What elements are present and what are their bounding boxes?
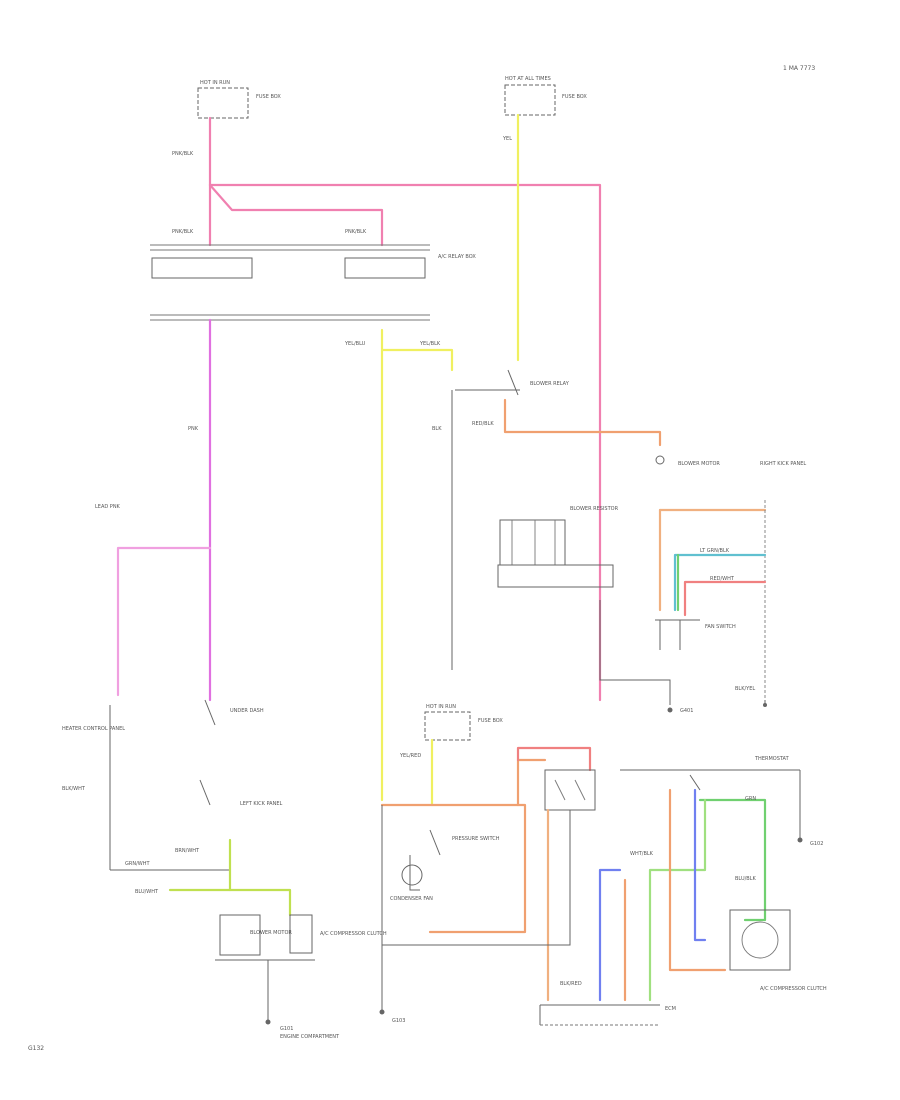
label-yel-blk: YEL/BLK <box>419 341 441 347</box>
ground-mid <box>379 1009 385 1015</box>
wire-red-top <box>516 746 592 772</box>
svg-text:ECM: ECM <box>665 1006 676 1012</box>
svg-text:BLK/WHT: BLK/WHT <box>62 786 86 792</box>
wire-yellow-left <box>380 328 454 372</box>
label-yel-red: YEL/RED <box>399 753 421 759</box>
blower-resistor: BLOWER RESISTOR <box>497 506 619 588</box>
fuse-box-top-right: HOT AT ALL TIMES FUSE BOX <box>504 76 587 116</box>
label-blk-yel: BLK/YEL <box>735 686 755 692</box>
wire-green-right <box>698 798 767 922</box>
blower-motor: BLOWER MOTOR <box>655 455 720 467</box>
fan-switch: FAN SWITCH <box>655 619 736 650</box>
svg-text:HOT AT ALL TIMES: HOT AT ALL TIMES <box>505 76 551 82</box>
wire-black-condenser <box>409 855 420 891</box>
wire-black-loop <box>381 805 571 946</box>
svg-text:PNK/BLK: PNK/BLK <box>345 229 367 235</box>
wire-red <box>683 580 767 617</box>
wire-orange-long <box>380 758 547 807</box>
label-right-kick: RIGHT KICK PANEL <box>760 461 806 467</box>
svg-text:BLOWER RELAY: BLOWER RELAY <box>530 381 570 387</box>
svg-text:FUSE BOX: FUSE BOX <box>478 718 503 724</box>
label-g401: G401 <box>680 708 693 714</box>
svg-text:GRN/WHT: GRN/WHT <box>125 861 150 867</box>
wire-pink-main <box>208 116 602 702</box>
label-lead-pnk: PNK <box>188 426 199 432</box>
fuse-box-top-left: HOT IN RUN FUSE BOX <box>197 80 281 119</box>
blower-switch: BLOWER RELAY <box>455 369 570 396</box>
wire-orange-right <box>668 788 727 972</box>
ic-relay-box: A/C RELAY BOX PNK/BLK PNK/BLK <box>150 229 476 321</box>
page-code: 1 MA 7773 <box>783 65 815 72</box>
wire-yellow-green <box>228 838 292 917</box>
label-yel: YEL <box>502 136 512 142</box>
node-right <box>763 703 767 707</box>
svg-text:CONDENSER FAN: CONDENSER FAN <box>390 896 433 902</box>
svg-text:PNK/BLK: PNK/BLK <box>172 229 194 235</box>
svg-text:A/C COMPRESSOR CLUTCH: A/C COMPRESSOR CLUTCH <box>320 931 387 937</box>
condenser-fan: CONDENSER FAN <box>390 864 433 902</box>
label-pnk-blk-top: PNK/BLK <box>172 151 194 157</box>
svg-text:BLOWER RESISTOR: BLOWER RESISTOR <box>570 506 619 512</box>
svg-text:FUSE BOX: FUSE BOX <box>562 94 587 100</box>
svg-text:FUSE BOX: FUSE BOX <box>256 94 281 100</box>
ecm-connector: ECM <box>539 1004 676 1026</box>
footer-code: G132 <box>28 1045 44 1052</box>
label-brn-wht: BRN/WHT <box>175 848 200 854</box>
svg-text:A/C RELAY BOX: A/C RELAY BOX <box>438 254 476 260</box>
label-g101: G101 <box>280 1026 293 1032</box>
svg-text:THERMOSTAT: THERMOSTAT <box>754 756 790 762</box>
svg-text:HOT IN RUN: HOT IN RUN <box>200 80 230 86</box>
svg-text:HEATER CONTROL PANEL: HEATER CONTROL PANEL <box>62 726 125 732</box>
svg-text:G102: G102 <box>810 841 823 847</box>
label-yel-blu: YEL/BLU <box>344 341 366 347</box>
label-wht-blk: WHT/BLK <box>630 851 654 857</box>
heater-control-left: HEATER CONTROL PANEL BLK/WHT GRN/WHT <box>62 705 230 871</box>
wire-light-green <box>648 798 707 1002</box>
svg-text:HOT IN RUN: HOT IN RUN <box>426 704 456 710</box>
svg-text:FAN SWITCH: FAN SWITCH <box>705 624 736 630</box>
label-blk: BLK <box>432 426 442 432</box>
label-lead-pnk-2: LEAD PNK <box>95 504 121 510</box>
label-red-blk: RED/BLK <box>472 421 494 427</box>
compressor-clutch: A/C COMPRESSOR CLUTCH <box>729 909 827 992</box>
label-blu-wht: BLU/WHT <box>135 889 159 895</box>
svg-text:BLOWER MOTOR: BLOWER MOTOR <box>250 930 292 936</box>
wire-pink-branch <box>208 183 384 247</box>
label-blu-blk: BLU/BLK <box>735 876 757 882</box>
fuse-box-mid: HOT IN RUN FUSE BOX <box>424 704 503 741</box>
label-g102: G103 <box>392 1018 405 1024</box>
label-blk-red: BLK/RED <box>560 981 582 987</box>
wire-blue-2 <box>598 868 622 1002</box>
svg-text:A/C COMPRESSOR CLUTCH: A/C COMPRESSOR CLUTCH <box>760 986 827 992</box>
ac-switch <box>544 769 596 811</box>
svg-text:UNDER DASH: UNDER DASH <box>230 708 264 714</box>
wire-black-ground-right <box>599 600 671 705</box>
wire-cyan <box>673 553 767 612</box>
label-engine-comp: ENGINE COMPARTMENT <box>280 1034 340 1040</box>
svg-text:LEFT KICK PANEL: LEFT KICK PANEL <box>240 801 283 807</box>
wire-orange <box>503 398 662 447</box>
left-bottom-component: BLOWER MOTOR A/C COMPRESSOR CLUTCH <box>215 914 387 961</box>
wire-light-pink <box>116 546 212 697</box>
svg-text:PRESSURE SWITCH: PRESSURE SWITCH <box>452 836 500 842</box>
thermostat: THERMOSTAT G102 <box>620 756 823 847</box>
svg-text:BLOWER MOTOR: BLOWER MOTOR <box>678 461 720 467</box>
ground-right <box>667 707 673 713</box>
left-relay: UNDER DASH LEFT KICK PANEL <box>199 699 283 807</box>
label-red-wht: RED/WHT <box>710 576 735 582</box>
label-ltgrn-blk: LT GRN/BLK <box>700 548 730 554</box>
label-grn: GRN <box>745 796 756 802</box>
ground-left <box>265 1019 271 1025</box>
wire-blue-1 <box>693 788 707 942</box>
wire-orange-2 <box>428 803 527 934</box>
pressure-switch: PRESSURE SWITCH <box>429 829 500 856</box>
